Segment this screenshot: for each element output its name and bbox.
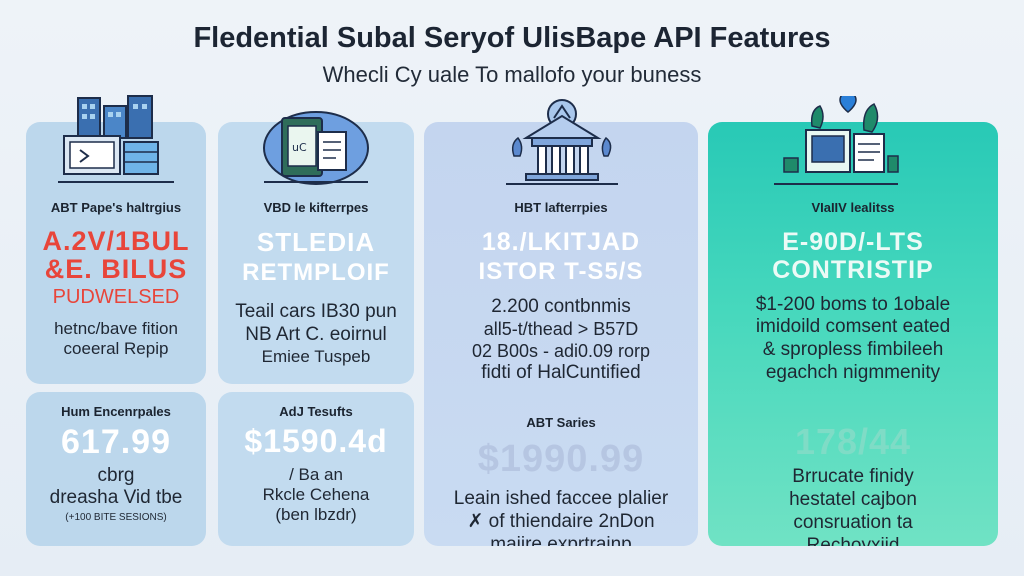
card-5-body-line-2: dreasha Vid tbe	[49, 487, 183, 509]
svg-text:uC: uC	[292, 141, 307, 154]
card-4-value-line-1: E-90D/-LTS	[782, 228, 924, 256]
card-3-value-line-1: 18./LKITJAD	[481, 228, 641, 256]
card-2-label: VBD le kifterrpes	[263, 200, 369, 215]
card-5-footnote: (+100 BITE SESIONS)	[65, 512, 167, 524]
feature-card-3: HBT lafterrpies 18./LKITJAD ISTOR T-S5/S…	[424, 122, 698, 546]
card-1-subvalue: PUDWELSED	[52, 285, 180, 308]
card-3-body-line-1: 2.200 contbnmis	[491, 296, 631, 318]
card-3-body-line-3: 02 B00s - adi0.09 rorp	[471, 340, 651, 361]
page-title: Fledential Subal Seryof UlisBape API Fea…	[193, 22, 831, 54]
card-3-body-line-4: fidti of HalCuntified	[481, 362, 641, 384]
card-6-body-line-1: / Ba an	[289, 464, 343, 484]
temple-building-icon	[502, 94, 622, 190]
card-5-value: 617.99	[61, 423, 171, 461]
card-4-lower-body-1: Brrucate finidy	[792, 466, 914, 488]
server-building-icon	[58, 94, 174, 190]
card-6-body-line-3: (ben lbzdr)	[275, 505, 357, 525]
card-4-value-line-2: CONTRISTIP	[772, 256, 934, 285]
card-2-body-line-3: Emiee Tuspeb	[261, 347, 371, 367]
card-4-lower-body-3: consruation ta	[793, 512, 913, 534]
card-3-label: HBT lafterrpies	[514, 200, 608, 215]
feature-card-2: VBD le kifterrpes STLEDIA RETMPLOIF Teai…	[218, 122, 414, 384]
card-2-value-line-2: RETMPLOIF	[242, 259, 390, 287]
page-subtitle: Whecli Cy uale To mallofo your buness	[322, 62, 702, 87]
card-3-lower-label: ABT Saries	[526, 415, 596, 431]
card-4-body-line-1: $1-200 boms to 1obale	[755, 293, 951, 315]
card-5-body-line-1: cbrg	[97, 464, 135, 486]
card-4-body-line-4: egachch nigmmenity	[765, 361, 941, 383]
card-4-lower-body-2: hestatel cajbon	[789, 489, 917, 511]
feature-card-4: VIaIIV lealitss E-90D/-LTS CONTRISTIP $1…	[708, 122, 998, 546]
card-6-value: $1590.4d	[244, 423, 388, 459]
card-1-value-line-1: A.2V/1BUL	[42, 226, 190, 256]
card-3-lower-body-2: ✗ of thiendaire 2nDon	[467, 510, 655, 532]
card-3-body-line-2: all5-t/thead > B57D	[483, 319, 639, 340]
feature-card-5: Hum Encenrpales 617.99 cbrg dreasha Vid …	[26, 392, 206, 546]
card-4-lower-value: 178/44	[794, 420, 912, 462]
card-5-label: Hum Encenrpales	[61, 404, 171, 419]
card-4-lower-body-4: Rechoyxiid	[806, 534, 900, 546]
monitor-plants-icon	[770, 96, 902, 190]
card-2-value-line-1: STLEDIA	[256, 227, 376, 257]
card-6-body-line-2: Rkcle Cehena	[262, 484, 370, 504]
card-3-lower-value: $1990.99	[477, 438, 645, 481]
tablet-cloud-icon: uC	[256, 96, 376, 188]
card-1-label: ABT Pape's haltrgius	[50, 200, 182, 215]
card-1-body-line-2: coeeral Repip	[63, 339, 169, 359]
card-3-lower-body-3: maiire exprtrainp	[490, 533, 632, 546]
card-2-body-line-2: NB Art C. eoirnul	[245, 324, 387, 346]
card-1-value-line-2: &E. BILUS	[44, 254, 188, 285]
card-4-label: VIaIIV lealitss	[811, 200, 895, 215]
card-1-body-line-1: hetnc/bave fition	[54, 318, 178, 338]
card-2-body-line-1: Teail cars IB30 pun	[235, 301, 397, 323]
card-3-lower-body-1: Leain ished faccee plalier	[453, 488, 669, 510]
card-4-body-line-3: & spropless fimbileeh	[762, 339, 944, 361]
card-4-body-line-2: imidoild comsent eated	[755, 316, 951, 338]
card-6-label: AdJ Tesufts	[279, 404, 353, 419]
card-3-value-line-2: ISTOR T-S5/S	[478, 258, 644, 286]
feature-card-6: AdJ Tesufts $1590.4d / Ba an Rkcle Cehen…	[218, 392, 414, 546]
